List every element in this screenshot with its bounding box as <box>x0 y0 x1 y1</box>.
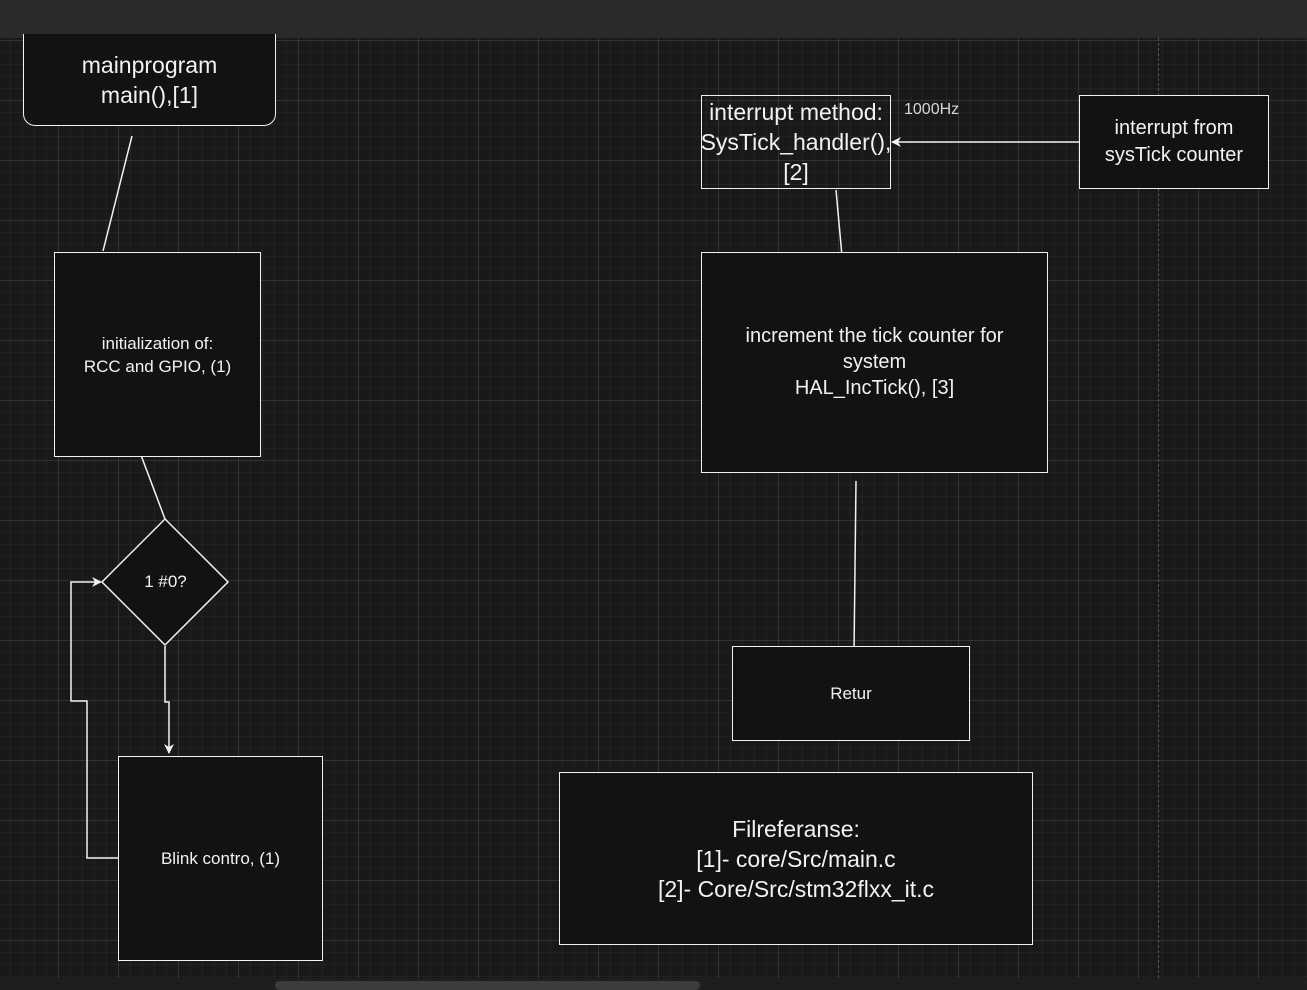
increment-node[interactable]: increment the tick counter for system HA… <box>701 252 1048 473</box>
condition-label: 1 #0? <box>144 572 187 591</box>
frequency-label: 1000Hz <box>904 101 960 118</box>
horizontal-scrollbar[interactable] <box>275 981 700 990</box>
retur-node[interactable]: Retur <box>732 646 970 741</box>
init-node[interactable]: initialization of: RCC and GPIO, (1) <box>54 252 261 457</box>
edge-blink-loop-to-condition[interactable] <box>70 577 118 859</box>
interrupt-method-node[interactable]: interrupt method: SysTick_handler(), [2] <box>701 95 891 189</box>
file-reference-node[interactable]: Filreferanse: [1]- core/Src/main.c [2]- … <box>559 772 1033 945</box>
edge-main-to-init[interactable] <box>102 135 133 252</box>
edge-increment-to-retur[interactable] <box>853 480 857 654</box>
edge-condition-to-blink[interactable] <box>164 646 174 754</box>
condition-diamond[interactable] <box>100 517 230 647</box>
blink-node[interactable]: Blink contro, (1) <box>118 756 323 961</box>
top-toolbar <box>0 0 1307 38</box>
main-program-node[interactable]: mainprogram main(),[1] <box>23 34 276 126</box>
edge-interrupt-to-increment[interactable] <box>835 189 843 257</box>
diagram-canvas[interactable] <box>0 38 1307 978</box>
page-break-line <box>1158 38 1159 978</box>
interrupt-source-node[interactable]: interrupt from sysTick counter <box>1079 95 1269 189</box>
